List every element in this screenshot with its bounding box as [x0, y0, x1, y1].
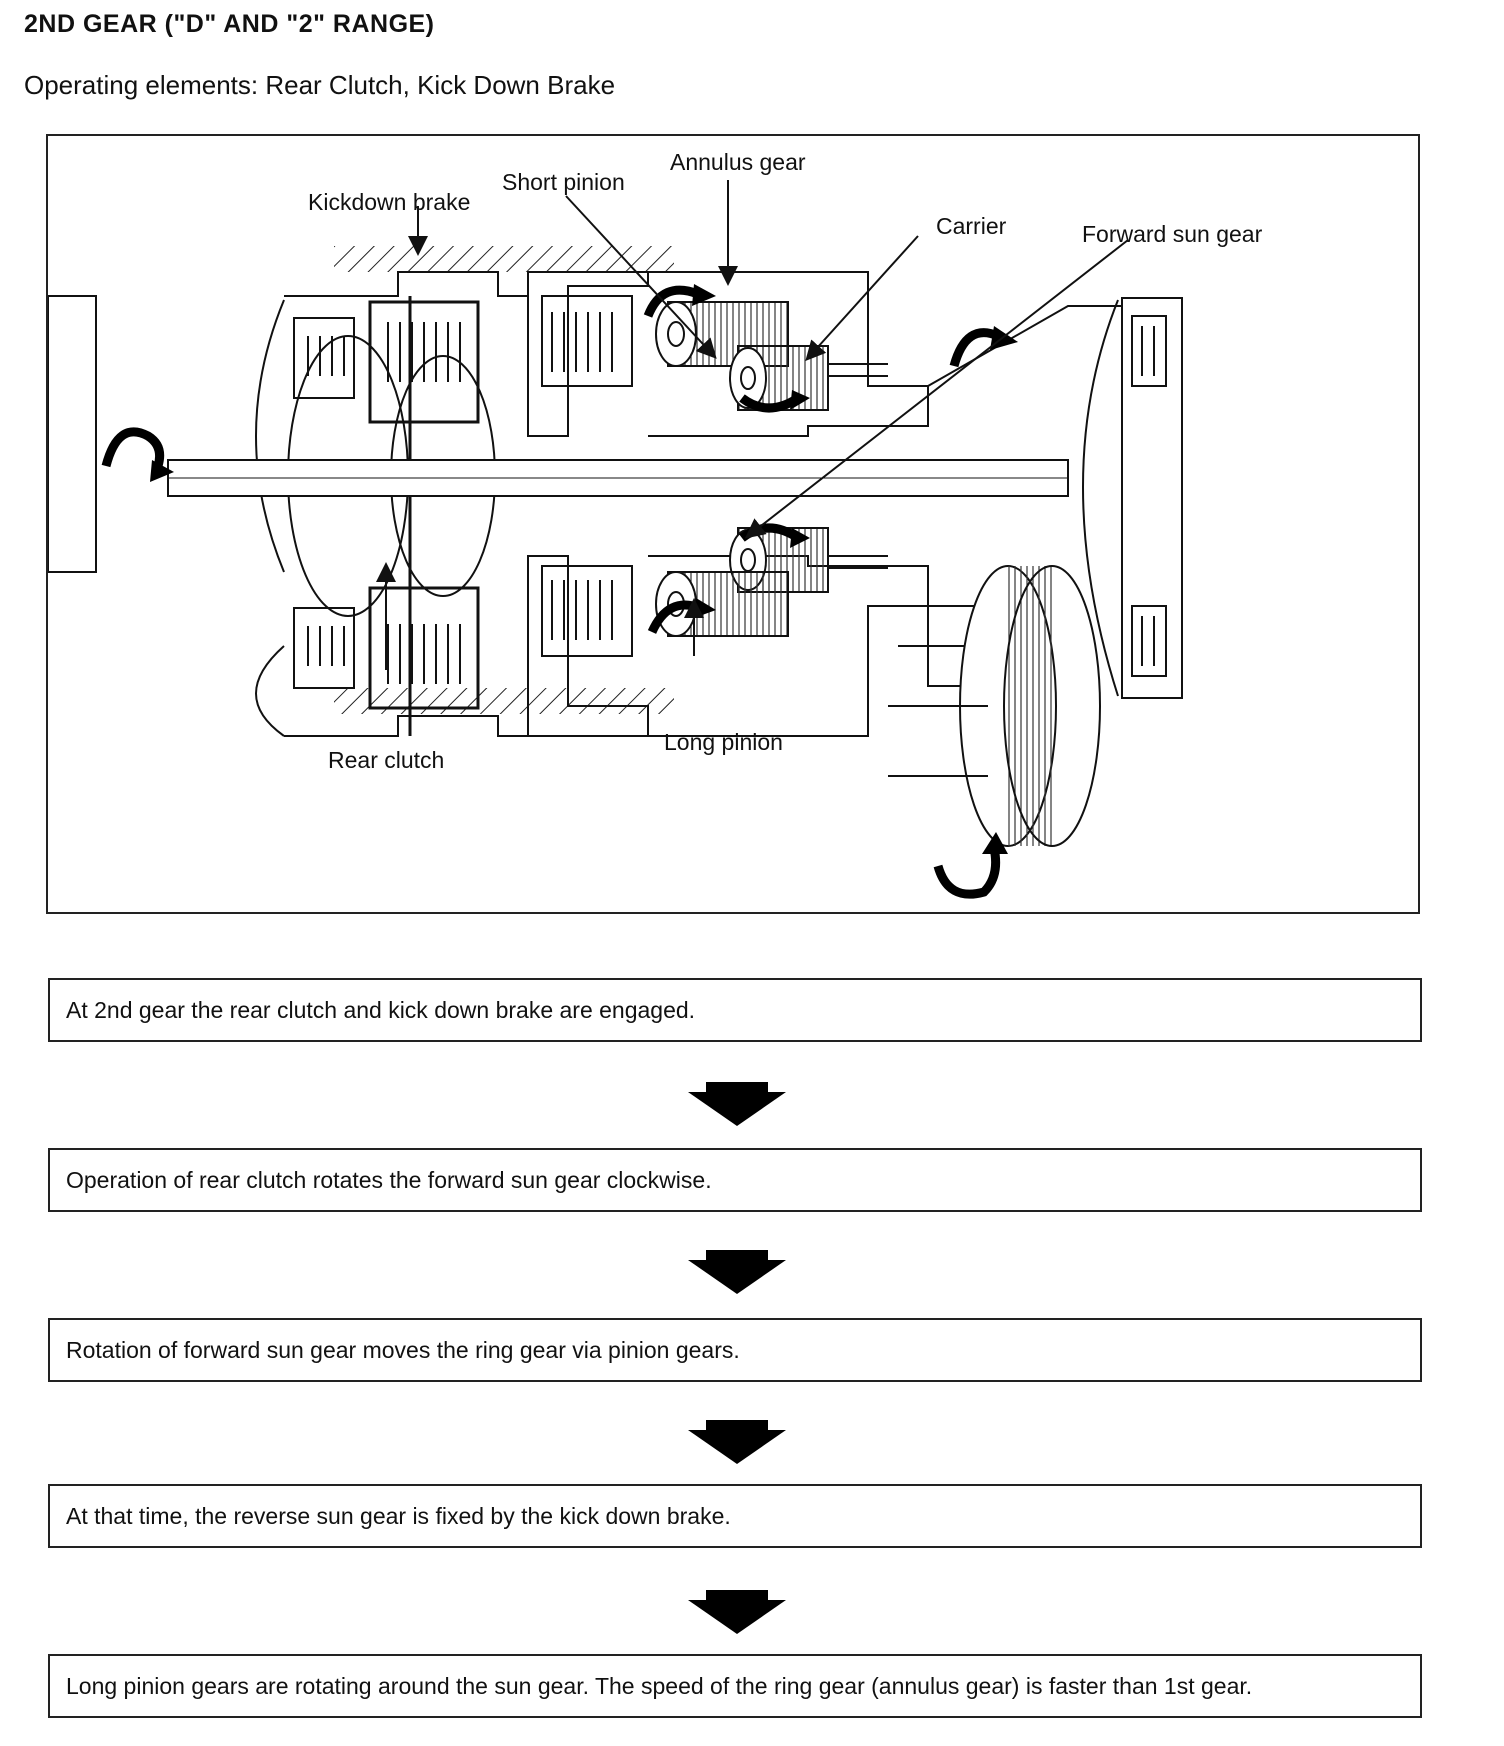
flow-step-1: At 2nd gear the rear clutch and kick dow…: [48, 978, 1422, 1042]
label-annulus-gear: Annulus gear: [670, 149, 806, 175]
down-arrow-icon: [688, 1420, 786, 1464]
output-rotation-arrow: [933, 847, 1001, 899]
flow-step-4: At that time, the reverse sun gear is fi…: [48, 1484, 1422, 1548]
housing-hatch-bottom: [334, 688, 674, 714]
input-rotation-arrow: [101, 427, 165, 468]
gear-diagram: Kickdown brake Short pinion Annulus gear…: [48, 149, 1263, 899]
label-carrier: Carrier: [936, 213, 1007, 239]
flow-step-3: Rotation of forward sun gear moves the r…: [48, 1318, 1422, 1382]
label-short-pinion: Short pinion: [502, 169, 625, 195]
down-arrow-icon: [688, 1590, 786, 1634]
page-subtitle: Operating elements: Rear Clutch, Kick Do…: [24, 70, 616, 100]
down-arrow-icon: [688, 1082, 786, 1126]
page-title: 2ND GEAR ("D" AND "2" RANGE): [24, 10, 435, 38]
flow-step-2: Operation of rear clutch rotates the for…: [48, 1148, 1422, 1212]
flow-step-5: Long pinion gears are rotating around th…: [48, 1654, 1422, 1718]
gear-diagram-frame: Kickdown brake Short pinion Annulus gear…: [46, 134, 1420, 914]
label-kickdown-brake: Kickdown brake: [308, 189, 470, 215]
carrier-rotation-arrow: [949, 328, 1000, 368]
down-arrow-icon: [688, 1250, 786, 1294]
label-long-pinion: Long pinion: [664, 729, 783, 755]
left-drum-outer-top: [255, 299, 285, 573]
label-forward-sun-gear: Forward sun gear: [1082, 221, 1263, 247]
label-rear-clutch: Rear clutch: [328, 747, 444, 773]
